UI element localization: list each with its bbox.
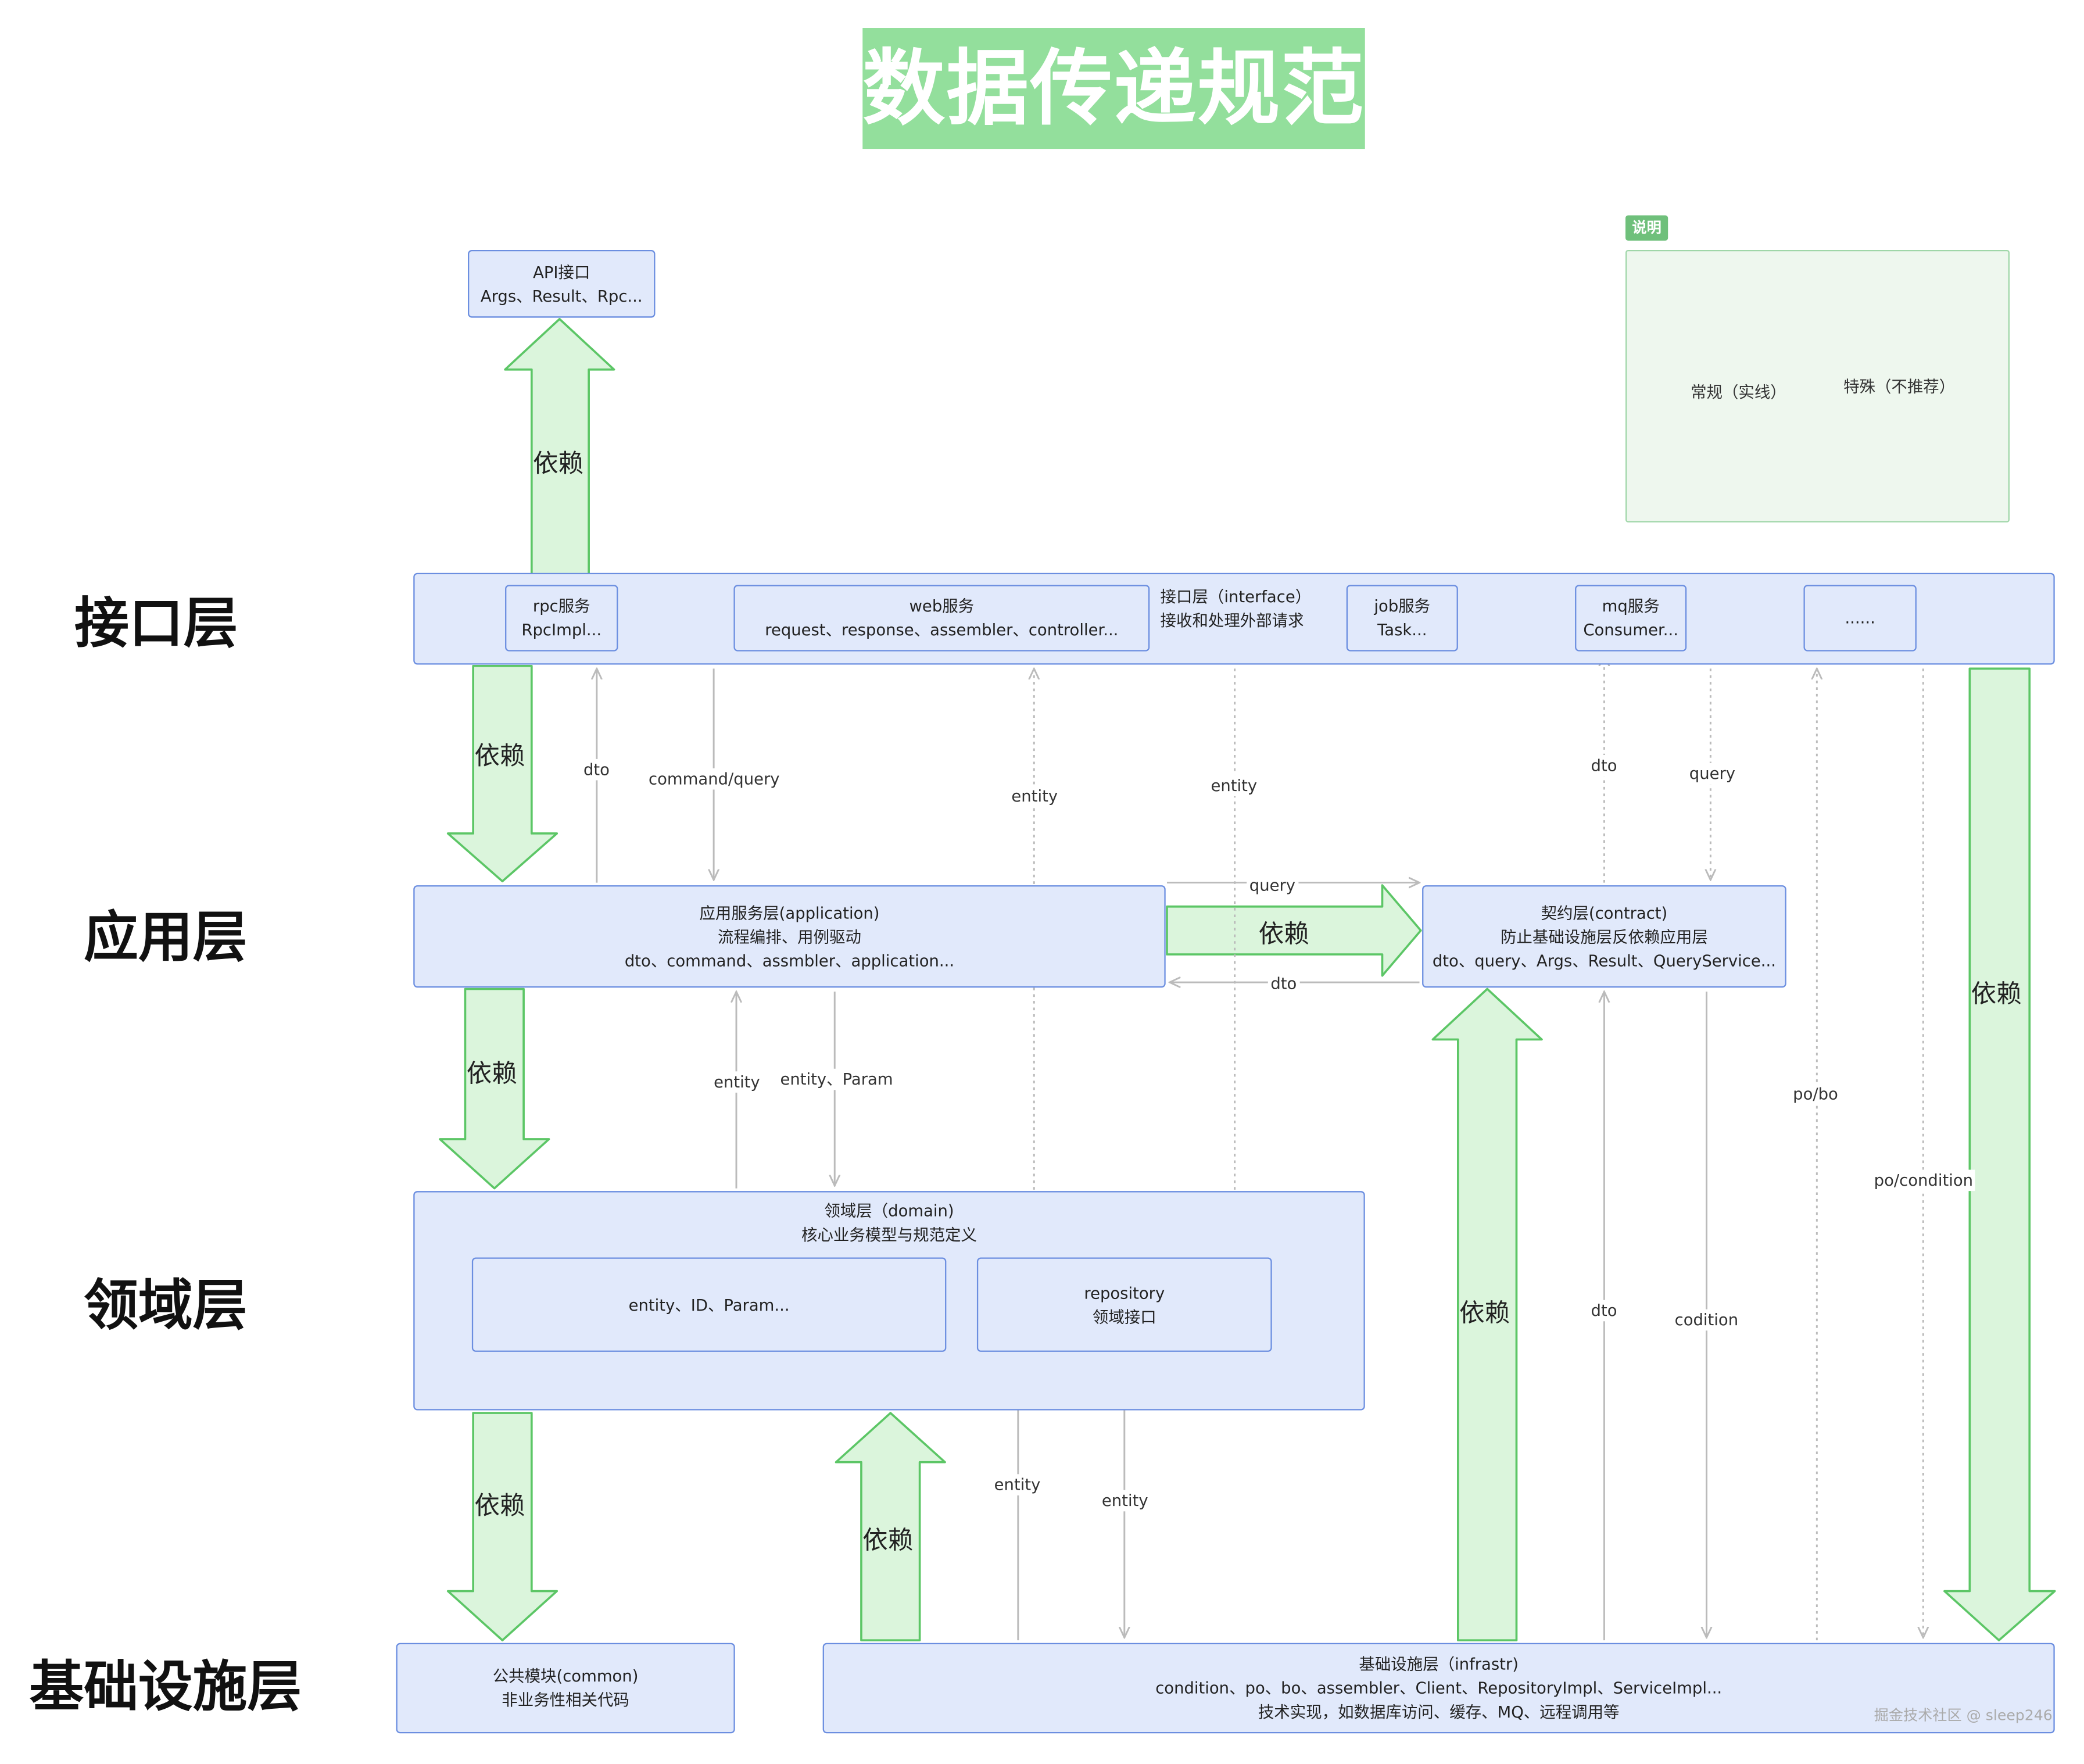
interface-layer-subtitle: 接收和处理外部请求 [1160, 611, 1304, 631]
edge-label-po-condition: po/condition [1871, 1169, 1976, 1191]
application-subtitle: 流程编排、用例驱动 [717, 927, 861, 946]
layer-label-domain: 领域层 [84, 1273, 248, 1337]
entity-box[interactable]: entity、ID、Param... [471, 1257, 947, 1352]
rpc-title: rpc服务 [532, 596, 590, 616]
dep-arrow-app-to-contract [1166, 884, 1422, 977]
edge-label-dto-contract-app: dto [1267, 973, 1299, 994]
legend-tag: 说明 [1625, 215, 1668, 241]
mq-title: mq服务 [1602, 596, 1660, 616]
watermark: 掘金技术社区 @ sleep246 [1874, 1706, 2053, 1724]
job-content: Task... [1377, 621, 1427, 640]
repository-title: repository [1084, 1283, 1165, 1303]
edge-label-command-query: command/query [646, 768, 783, 790]
edge-label-po-bo: po/bo [1790, 1083, 1841, 1105]
edge-label-entity-up: entity [1008, 785, 1061, 807]
repository-box[interactable]: repository 领域接口 [976, 1257, 1272, 1352]
common-subtitle: 非业务性相关代码 [502, 1691, 629, 1710]
rpc-service-box[interactable]: rpc服务 RpcImpl... [505, 585, 618, 652]
dep-label-interface-app: 依赖 [474, 742, 525, 771]
edge-label-entity-repo-down: entity [1099, 1490, 1151, 1512]
edge-label-entity-down: entity [1208, 775, 1260, 796]
contract-subtitle: 防止基础设施层反依赖应用层 [1500, 927, 1708, 946]
mq-service-box[interactable]: mq服务 Consumer... [1575, 585, 1687, 652]
edge-label-condition-infra: codition [1672, 1309, 1741, 1331]
infra-layer-box[interactable]: 基础设施层（infrastr) condition、po、bo、assemble… [822, 1643, 2055, 1734]
contract-layer-box[interactable]: 契约层(contract) 防止基础设施层反依赖应用层 dto、query、Ar… [1422, 885, 1786, 988]
application-content: dto、command、assmbler、application... [624, 951, 955, 970]
repository-subtitle: 领域接口 [1092, 1307, 1156, 1326]
dep-arrow-app-to-domain [439, 987, 550, 1190]
job-title: job服务 [1374, 596, 1431, 616]
edge-label-query-app-contract: query [1247, 874, 1298, 896]
infra-title: 基础设施层（infrastr) [1359, 1655, 1519, 1674]
api-interface-box[interactable]: API接口 Args、Result、Rpc... [468, 249, 656, 318]
legend-solid-label: 常规（实线） [1688, 381, 1789, 403]
web-title: web服务 [909, 596, 975, 616]
dep-label-infra-contract: 依赖 [1459, 1298, 1510, 1328]
application-layer-box[interactable]: 应用服务层(application) 流程编排、用例驱动 dto、command… [413, 885, 1166, 988]
dep-arrow-infra-to-contract [1431, 987, 1543, 1641]
edge-label-dto-infra: dto [1588, 1300, 1620, 1322]
common-title: 公共模块(common) [492, 1666, 639, 1686]
dep-arrow-interface-to-infra [1943, 667, 2056, 1641]
dep-label-domain-common: 依赖 [474, 1491, 525, 1521]
dep-arrow-infra-to-domain [835, 1412, 946, 1641]
entity-title: entity、ID、Param... [628, 1295, 790, 1314]
edge-label-entity-param: entity、Param [777, 1068, 896, 1090]
job-service-box[interactable]: job服务 Task... [1346, 585, 1458, 652]
mq-content: Consumer... [1583, 621, 1678, 640]
layer-label-infra: 基础设施层 [29, 1655, 302, 1719]
application-title: 应用服务层(application) [699, 903, 880, 922]
edge-label-query-mq: query [1686, 763, 1738, 785]
edge-label-entity-app: entity [711, 1071, 763, 1093]
dep-arrow-interface-to-app [446, 664, 558, 883]
web-content: request、response、assembler、controller... [765, 621, 1119, 640]
dep-arrow-rpc-to-api [504, 318, 615, 584]
page-title: 数据传递规范 [862, 28, 1365, 149]
layer-label-application: 应用层 [84, 905, 248, 969]
api-content: Args、Result、Rpc... [480, 286, 643, 305]
more-services-box[interactable]: ...... [1803, 585, 1917, 652]
api-title: API接口 [533, 262, 590, 281]
legend-dashed-label: 特殊（不推荐） [1840, 376, 1958, 398]
dep-label-infra-domain: 依赖 [862, 1526, 914, 1555]
infra-subtitle: condition、po、bo、assembler、Client、Reposit… [1155, 1679, 1723, 1698]
domain-title: 领域层（domain) [824, 1201, 954, 1221]
dep-label-rpc-api: 依赖 [533, 449, 584, 479]
contract-content: dto、query、Args、Result、QueryService... [1432, 951, 1776, 970]
layer-label-interface: 接口层 [74, 591, 238, 656]
contract-title: 契约层(contract) [1541, 903, 1668, 922]
infra-content: 技术实现，如数据库访问、缓存、MQ、远程调用等 [1258, 1702, 1620, 1722]
web-service-box[interactable]: web服务 request、response、assembler、control… [733, 585, 1150, 652]
edge-label-dto-mq: dto [1588, 755, 1620, 777]
common-module-box[interactable]: 公共模块(common) 非业务性相关代码 [396, 1643, 735, 1734]
edge-label-entity-repo-up: entity [991, 1474, 1043, 1495]
interface-layer-box[interactable] [413, 573, 2055, 665]
more-title: ...... [1845, 609, 1875, 628]
dep-label-interface-infra: 依赖 [1971, 979, 2022, 1009]
edge-label-dto-rpc: dto [581, 758, 613, 781]
dep-label-app-domain: 依赖 [466, 1059, 517, 1089]
dep-label-app-contract: 依赖 [1258, 919, 1309, 949]
domain-subtitle: 核心业务模型与规范定义 [801, 1225, 977, 1244]
rpc-content: RpcImpl... [521, 621, 602, 640]
interface-layer-title: 接口层（interface） [1160, 587, 1312, 606]
dep-arrow-domain-to-common [446, 1412, 558, 1641]
